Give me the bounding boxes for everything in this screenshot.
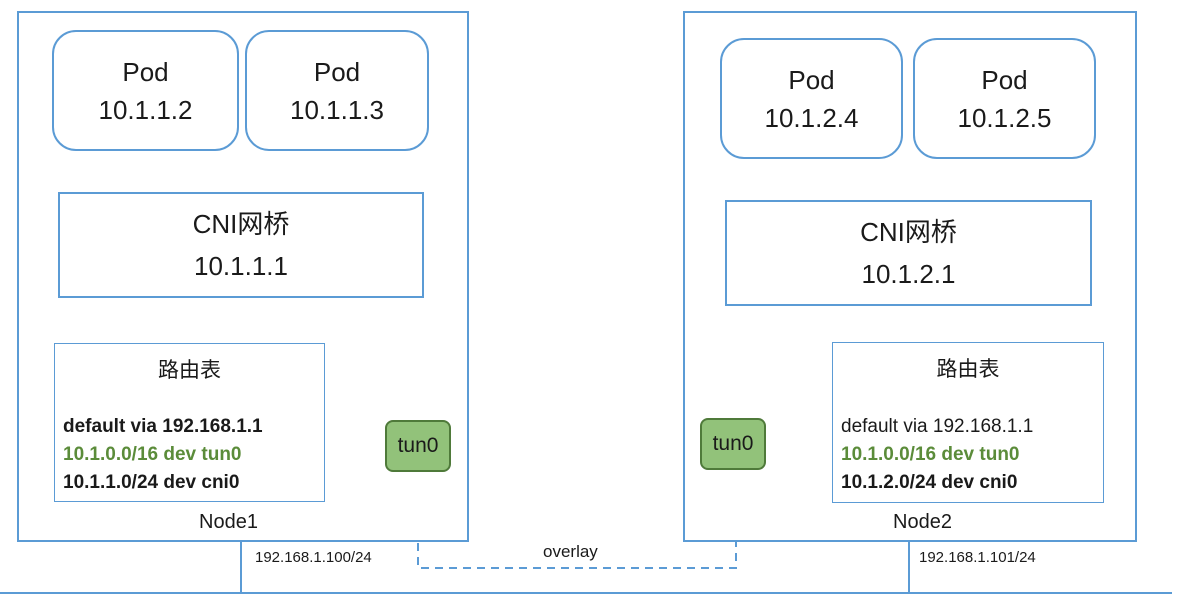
node2-pod-2[interactable]: Pod 10.1.2.5 [913, 38, 1096, 159]
pod-ip: 10.1.2.4 [764, 102, 859, 133]
node1-route-table: 路由表 default via 192.168.1.1 10.1.0.0/16 … [54, 343, 325, 502]
route-entry-local: 10.1.1.0/24 dev cni0 [63, 472, 240, 493]
pod-ip: 10.1.1.3 [290, 94, 384, 125]
route-entry-local: 10.1.2.0/24 dev cni0 [841, 472, 1018, 493]
node1-tun-device[interactable]: tun0 [385, 420, 451, 472]
route-table-title: 路由表 [936, 358, 1000, 381]
route-entry-default: default via 192.168.1.1 [63, 416, 263, 437]
pod-ip: 10.1.1.2 [98, 94, 193, 125]
node2-pod-1[interactable]: Pod 10.1.2.4 [720, 38, 903, 159]
pod-title: Pod [981, 64, 1028, 95]
bridge-title: CNI网桥 [192, 209, 290, 239]
overlay-label: overlay [543, 542, 598, 561]
bridge-ip: 10.1.2.1 [861, 259, 956, 289]
node2-route-table: 路由表 default via 192.168.1.1 10.1.0.0/16 … [832, 342, 1104, 503]
node1-cni-bridge[interactable]: CNI网桥 10.1.1.1 [58, 192, 424, 298]
route-entry-default: default via 192.168.1.1 [841, 416, 1034, 437]
node2-ip-label: 192.168.1.101/24 [919, 549, 1036, 566]
node1-label: Node1 [199, 511, 258, 533]
node2-label: Node2 [893, 511, 952, 533]
node2-cni-bridge[interactable]: CNI网桥 10.1.2.1 [725, 200, 1092, 306]
bridge-ip: 10.1.1.1 [194, 251, 288, 281]
node1-pod-1[interactable]: Pod 10.1.1.2 [52, 30, 239, 151]
node2-tun-device[interactable]: tun0 [700, 418, 766, 470]
pod-title: Pod [788, 64, 835, 95]
pod-title: Pod [122, 56, 169, 87]
route-entry-overlay: 10.1.0.0/16 dev tun0 [841, 444, 1020, 465]
bridge-title: CNI网桥 [860, 217, 957, 247]
route-table-title: 路由表 [158, 359, 221, 382]
node1-pod-2[interactable]: Pod 10.1.1.3 [245, 30, 429, 151]
route-entry-overlay: 10.1.0.0/16 dev tun0 [63, 444, 242, 465]
pod-ip: 10.1.2.5 [957, 102, 1052, 133]
pod-title: Pod [313, 56, 361, 87]
node1-ip-label: 192.168.1.100/24 [255, 549, 372, 566]
